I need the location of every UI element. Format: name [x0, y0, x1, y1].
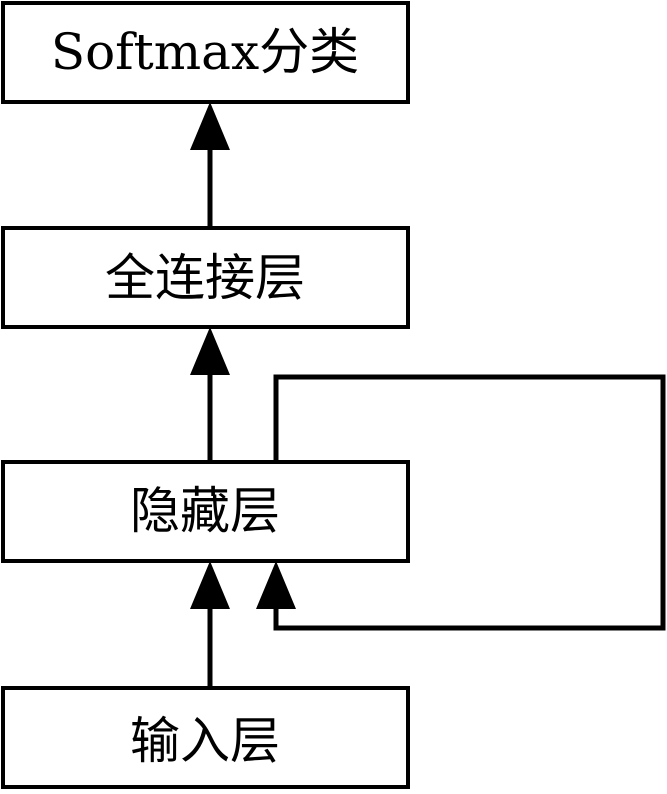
hidden-layer-label: 隐藏层	[130, 482, 280, 540]
hidden-layer-box: 隐藏层	[1, 460, 410, 563]
softmax-layer-label: Softmax分类	[51, 23, 359, 81]
fully-connected-layer-box: 全连接层	[1, 226, 410, 329]
fully-connected-layer-label: 全连接层	[105, 249, 305, 307]
input-layer-label: 输入层	[130, 712, 280, 770]
softmax-layer-box: Softmax分类	[1, 1, 410, 104]
arrow-input-to-hidden	[190, 561, 230, 688]
input-layer-box: 输入层	[1, 686, 410, 789]
arrow-hidden-to-fully-connected	[190, 327, 230, 462]
recurrent-loop-arrow	[256, 374, 666, 631]
arrow-fully-connected-to-softmax	[190, 102, 230, 228]
